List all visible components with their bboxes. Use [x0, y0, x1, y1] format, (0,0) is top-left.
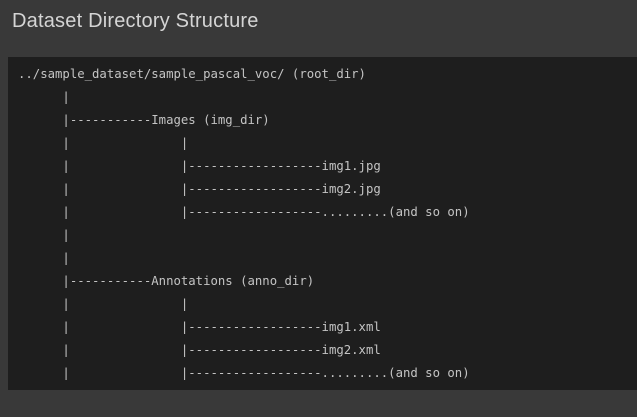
code-line-img2-xml: | |------------------img2.xml	[18, 343, 381, 357]
page-title: Dataset Directory Structure	[12, 10, 259, 32]
code-line-root-dir: ../sample_dataset/sample_pascal_voc/ (ro…	[18, 67, 366, 81]
code-line: | |	[18, 297, 189, 311]
code-line-img1-xml: | |------------------img1.xml	[18, 320, 381, 334]
code-line-img2-jpg: | |------------------img2.jpg	[18, 182, 381, 196]
code-line-images-and-so-on: | |------------------.........(and so on…	[18, 205, 470, 219]
code-line-annotations-and-so-on: | |------------------.........(and so on…	[18, 366, 470, 380]
code-line: |	[18, 90, 70, 104]
code-line: |	[18, 251, 70, 265]
code-line-annotations-dir: |-----------Annotations (anno_dir)	[18, 274, 315, 288]
code-line: |	[18, 228, 70, 242]
code-line: | |	[18, 136, 189, 150]
code-line-img1-jpg: | |------------------img1.jpg	[18, 159, 381, 173]
directory-tree-code-block: ../sample_dataset/sample_pascal_voc/ (ro…	[8, 57, 637, 390]
header: Dataset Directory Structure	[0, 0, 637, 57]
code-line-images-dir: |-----------Images (img_dir)	[18, 113, 270, 127]
